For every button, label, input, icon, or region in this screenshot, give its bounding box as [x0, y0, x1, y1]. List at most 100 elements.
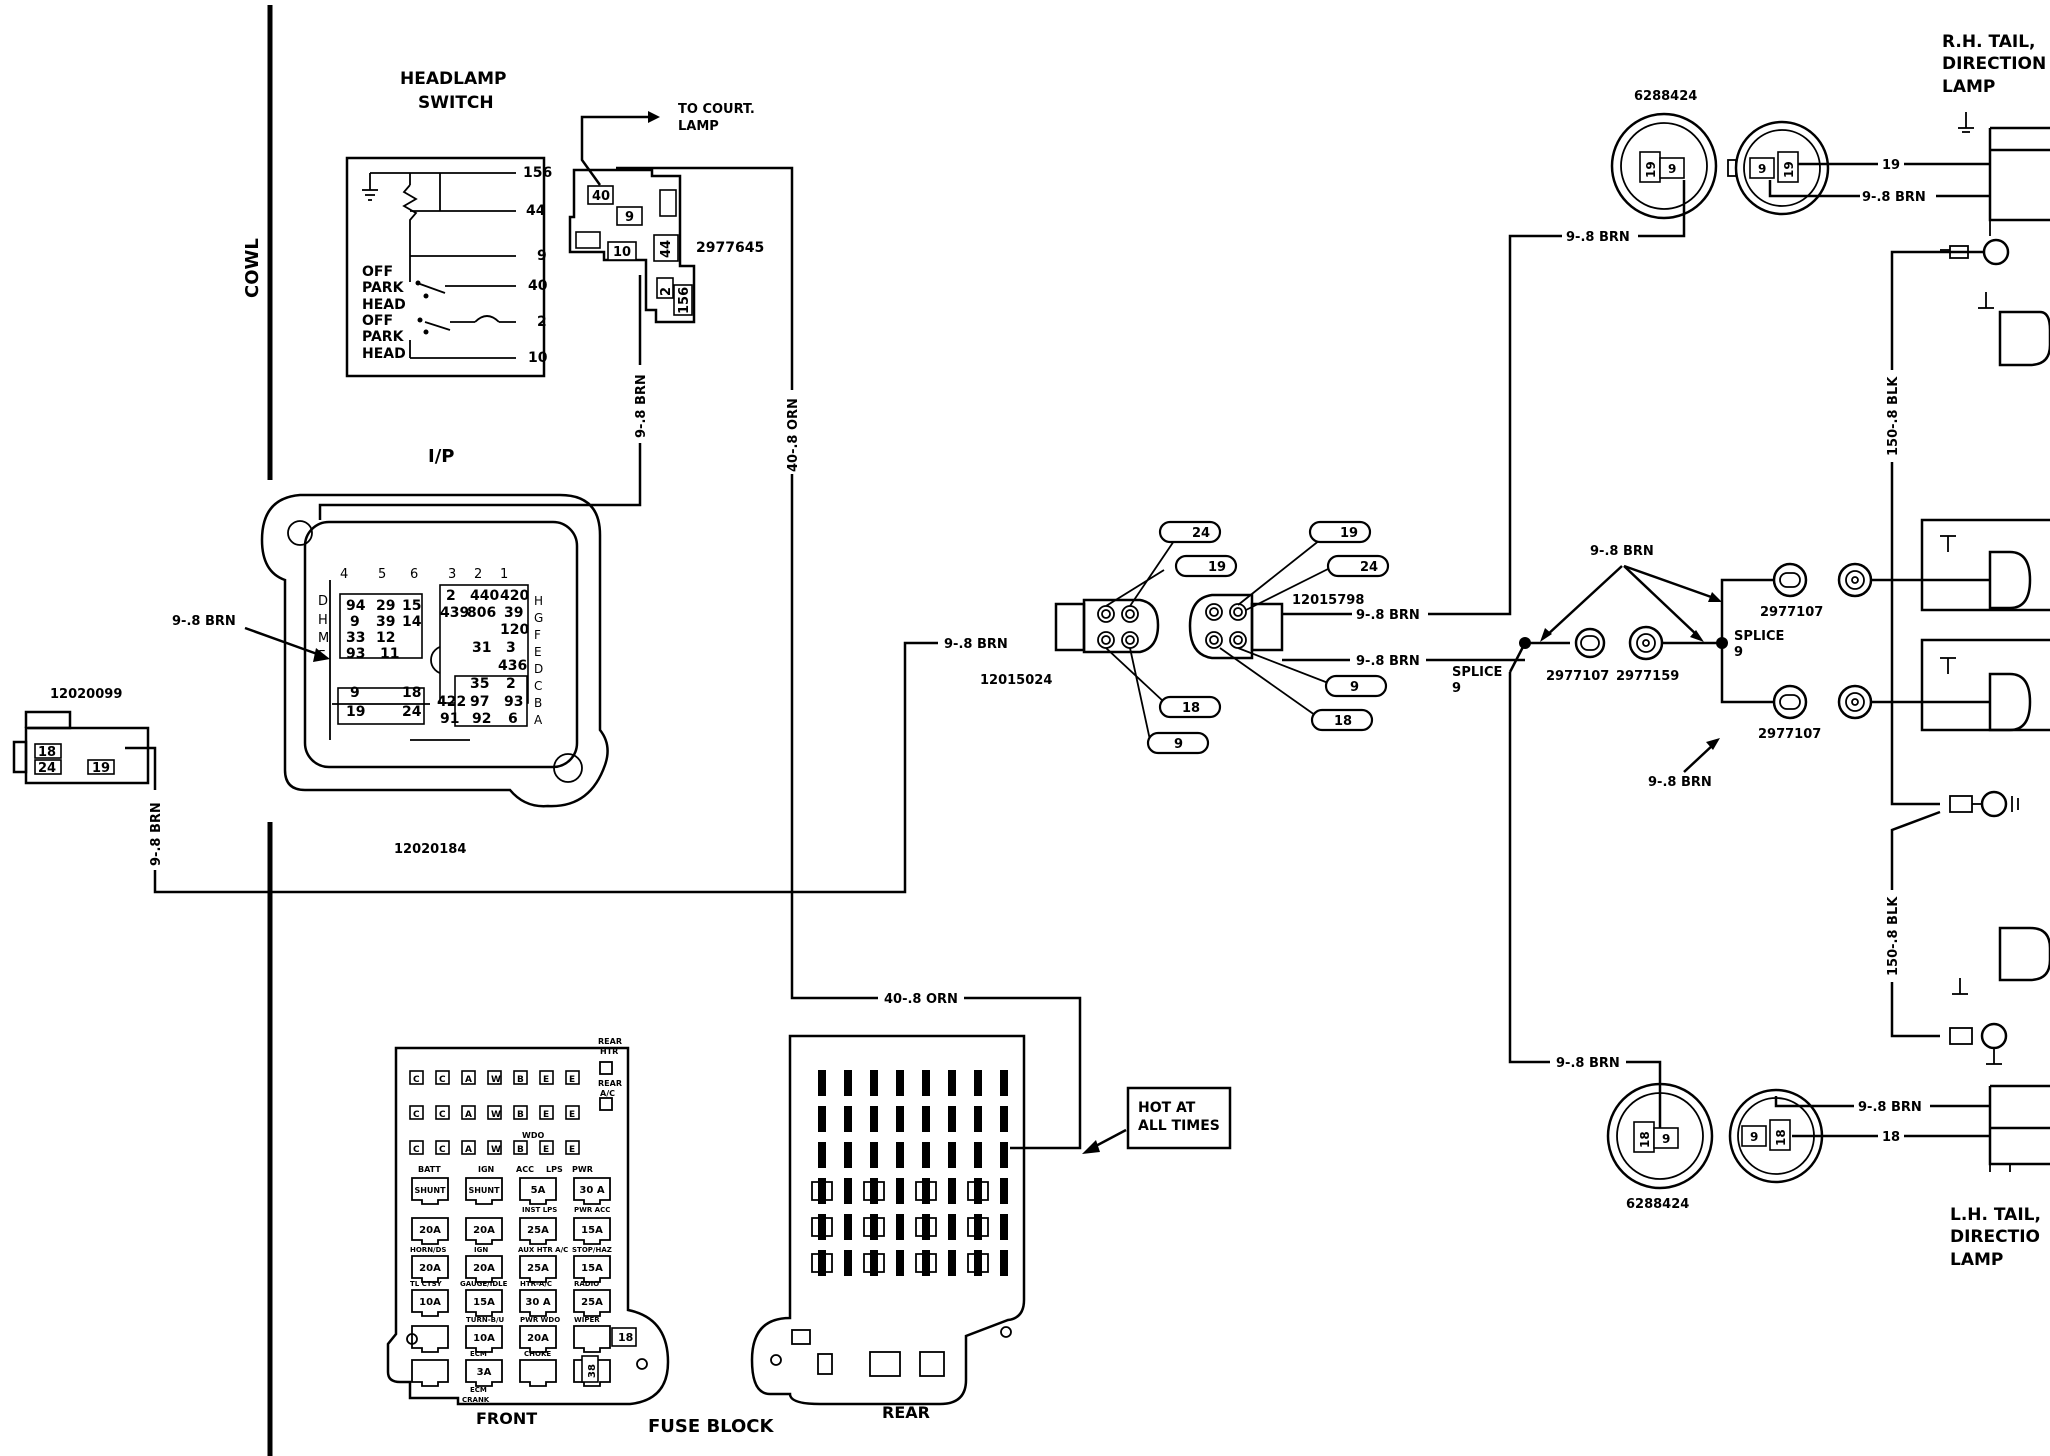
ip-label: I/P	[428, 446, 454, 467]
headlamp-switch-title-2: SWITCH	[418, 93, 494, 113]
svg-text:C: C	[534, 679, 542, 693]
bulkhead-grid-b: 2 440 420 439 806 39 120 31 3 436	[440, 588, 529, 674]
wire-label-40-orn-fuse: 40-.8 ORN	[884, 992, 958, 1007]
fuse-circuit-tag: GAUGE/IDLE	[460, 1280, 508, 1288]
svg-text:REAR: REAR	[598, 1079, 622, 1088]
svg-text:19: 19	[1208, 560, 1226, 575]
rear-fuse-pin	[896, 1178, 904, 1204]
fuse-boxed-18	[611, 1327, 637, 1347]
svg-text:9: 9	[350, 614, 360, 630]
svg-text:9: 9	[1668, 162, 1676, 176]
rh-tail-label: R.H. TAIL,	[1942, 32, 2036, 52]
rh-tail-label-2: DIRECTION	[1942, 54, 2046, 74]
fuse-rating: 5A	[531, 1185, 546, 1196]
court-lamp-lead	[580, 115, 650, 186]
rear-fuse-pin	[922, 1142, 930, 1168]
svg-text:15: 15	[402, 598, 421, 614]
svg-text:9: 9	[1350, 680, 1359, 695]
fuse-slot	[539, 1140, 554, 1155]
svg-text:6: 6	[508, 711, 518, 727]
fuse-rating: 3A	[477, 1367, 492, 1378]
fuse-slot	[435, 1070, 450, 1085]
fuse-block-label: FUSE BLOCK	[648, 1416, 774, 1437]
rear-fuse-pin	[844, 1178, 852, 1204]
fuse-slot	[513, 1070, 528, 1085]
connector-a-pins: 24 19 18 9	[1105, 520, 1238, 755]
wire-label-splice-bot: 9-.8 BRN	[1648, 775, 1712, 790]
fuse: 20A	[465, 1255, 503, 1283]
svg-text:38: 38	[587, 1364, 598, 1378]
fuse-rating: 30 A	[579, 1185, 604, 1196]
svg-text:97: 97	[470, 694, 489, 710]
fuse-circuit-tag: TURN-B/U	[466, 1316, 505, 1324]
rear-fuse-pin	[1000, 1106, 1008, 1132]
rear-fuse-pin	[948, 1178, 956, 1204]
fuse	[519, 1359, 557, 1387]
headlamp-switch-box	[345, 156, 546, 378]
fuse: 15A	[465, 1289, 503, 1317]
fuse-rating: 15A	[473, 1297, 495, 1308]
fuse: 10A	[465, 1325, 503, 1353]
rear-fuse-clip	[967, 1217, 989, 1237]
splice-left-num: 9	[1452, 681, 1461, 696]
rear-fuse-pin	[922, 1250, 930, 1276]
fuse-circuit-tag: RADIO	[574, 1280, 599, 1288]
fuse-slot-letter: W	[491, 1075, 501, 1085]
fuse	[573, 1325, 611, 1353]
fuse-rating: 20A	[473, 1263, 495, 1274]
fuse-rating: SHUNT	[414, 1186, 446, 1195]
svg-text:HEAD: HEAD	[362, 297, 406, 313]
rear-small-clip	[791, 1329, 811, 1345]
fuse-front-tags: REAR HTR REAR A/C	[598, 1037, 622, 1098]
svg-text:PARK: PARK	[362, 329, 405, 345]
bulkhead-top-numbers: 4 5 6 3 2 1	[340, 567, 508, 582]
fuse-circuit-tag: ECM	[470, 1350, 487, 1358]
rear-fuse-pin	[870, 1250, 878, 1276]
wire-label-9-brn-lh: 9-.8 BRN	[1858, 1100, 1922, 1115]
rear-fuse-pin	[818, 1106, 826, 1132]
bulkhead-grid-a: 94 29 15 9 39 14 33 12 93 11	[346, 598, 422, 662]
rear-fuse-pin	[896, 1250, 904, 1276]
fuse-slot-letter: E	[569, 1145, 575, 1155]
svg-text:PWR: PWR	[572, 1165, 593, 1174]
svg-text:40: 40	[592, 189, 610, 204]
svg-text:18: 18	[1774, 1129, 1788, 1146]
svg-text:IGN: IGN	[478, 1165, 494, 1174]
splice-2977107-lower	[1772, 684, 1808, 720]
fuse-slot	[435, 1105, 450, 1120]
rear-fuse-pin	[974, 1250, 982, 1276]
fuse-slot-letter: B	[517, 1110, 524, 1120]
rear-fuse-pin	[922, 1214, 930, 1240]
rear-fuse-pin	[870, 1142, 878, 1168]
wire-label-9-brn-b1: 9-.8 BRN	[1356, 608, 1420, 623]
fuse-rear-label: REAR	[882, 1403, 930, 1422]
wire-9-brn-b1	[1282, 180, 1686, 616]
svg-text:A: A	[534, 713, 543, 727]
fuse-circuit-tag: PWR ACC	[574, 1206, 610, 1214]
fuse: 25A	[519, 1255, 557, 1283]
rear-fuse-pin	[844, 1250, 852, 1276]
rear-fuse-clip	[863, 1253, 885, 1273]
svg-text:B: B	[534, 696, 542, 710]
fuse-rating: 15A	[581, 1263, 603, 1274]
fuse: 20A	[411, 1255, 449, 1283]
fuse-front-label: FRONT	[476, 1409, 537, 1428]
fuse-slot	[513, 1105, 528, 1120]
svg-text:436: 436	[498, 658, 527, 674]
connector-12015024	[1054, 598, 1160, 654]
part-number-6288424-bottom: 6288424	[1626, 1197, 1689, 1212]
svg-text:9: 9	[625, 210, 634, 225]
fuse-slot-letter: W	[491, 1110, 501, 1120]
fuse-slot-letter: E	[569, 1110, 575, 1120]
fuse-slot-letter: C	[413, 1075, 420, 1085]
rear-fuse-pin	[896, 1070, 904, 1096]
fuse-slot	[461, 1140, 476, 1155]
fuse-slot-letter: E	[543, 1110, 549, 1120]
rear-fuse-pin	[818, 1214, 826, 1240]
rear-relay	[869, 1351, 901, 1377]
svg-text:H: H	[534, 594, 543, 608]
svg-text:2: 2	[506, 676, 516, 692]
fuse: 30 A	[573, 1177, 611, 1205]
part-number-12020099: 12020099	[50, 687, 122, 702]
